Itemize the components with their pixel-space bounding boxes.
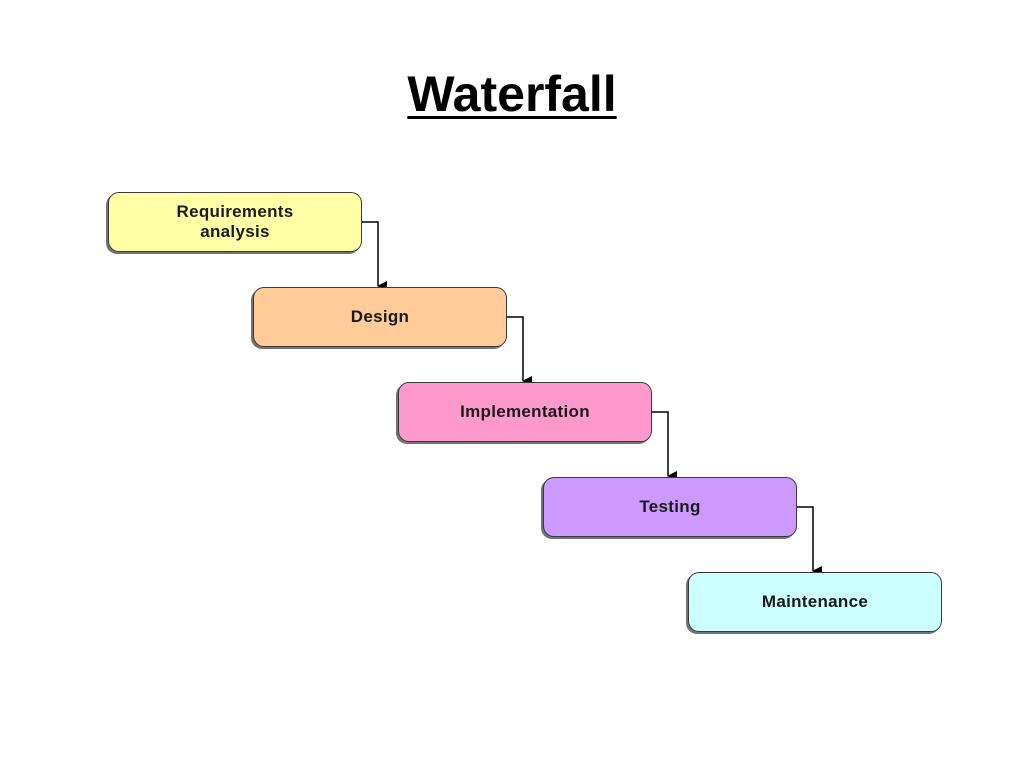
step-maintenance-label: Maintenance	[761, 592, 869, 611]
connector-implementation-to-testing	[652, 411, 677, 481]
step-design: Design	[253, 287, 507, 347]
step-requirements: Requirements analysis	[108, 192, 362, 252]
step-testing-label: Testing	[639, 497, 701, 516]
step-implementation: Implementation	[398, 382, 652, 442]
step-design-label: Design	[350, 307, 410, 326]
step-requirements-label: Requirements analysis	[176, 202, 294, 241]
step-implementation-label: Implementation	[460, 402, 590, 421]
step-testing: Testing	[543, 477, 797, 537]
step-maintenance: Maintenance	[688, 572, 942, 632]
connector-requirements-to-design	[362, 221, 387, 291]
slide-title: Waterfall	[407, 66, 617, 122]
connector-design-to-implementation	[507, 316, 532, 386]
connector-testing-to-maintenance	[797, 506, 822, 576]
